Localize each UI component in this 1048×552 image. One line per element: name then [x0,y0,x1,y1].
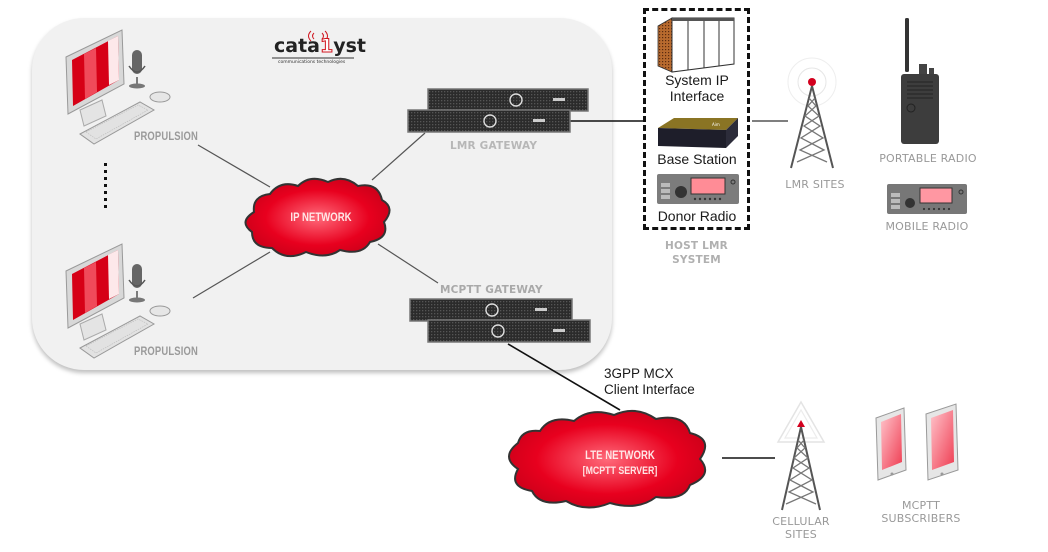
mobile-radio[interactable] [887,184,967,214]
cellular-sites-line1: CELLULAR [772,515,830,528]
link-dispatch-bottom-ip [192,251,271,299]
radio-unit-icon [657,174,739,204]
server-rack-icon [407,88,589,133]
host-lmr-system-box [643,8,750,230]
system-ip-interface-label: System IP Interface [650,72,744,104]
lmr-gateway-label: LMR GATEWAY [450,140,538,152]
base-station[interactable]: Aim [656,116,738,150]
smartphones-icon [875,403,959,481]
mcptt-subscribers[interactable] [874,403,964,484]
host-lmr-system-label: HOST LMR SYSTEM [643,239,750,267]
computer-workstation-icon [65,29,171,145]
lmr-gateway[interactable] [407,88,589,136]
cellular-sites-label: CELLULAR SITES [766,515,836,541]
lte-network-label: LTE NETWORK [MCPTT SERVER] [564,447,676,479]
logo-text-highlight: 1 [319,35,334,58]
logo-text-prefix: cata [274,35,320,57]
cabinet-icon [657,17,735,73]
mcptt-subscribers-label: MCPTT SUBSCRIBERS [876,499,966,525]
lmr-sites-label: LMR SITES [785,178,845,191]
system-ip-interface[interactable] [656,16,736,73]
base-station-label: Base Station [657,151,737,167]
link-ip-lmr-gateway [371,132,426,181]
mobile-radio-icon [887,184,967,214]
host-lmr-line1: HOST LMR [665,240,728,252]
lte-network-line2: [MCPTT SERVER] [582,465,658,477]
client-interface-line2: Client Interface [604,382,695,397]
base-station-icon: Aim [658,118,738,148]
link-dispatch-top-ip [197,144,271,188]
dispatch-console-top[interactable] [62,22,212,152]
client-interface-label: 3GPP MCX Client Interface [604,366,695,398]
donor-radio-label: Donor Radio [657,208,737,224]
handheld-radio-icon [901,18,939,144]
system-ip-line1: System IP [665,72,729,88]
ip-network-cloud[interactable]: IP NETWORK [240,172,400,262]
system-ip-line2: Interface [669,88,725,104]
client-interface-line1: 3GPP MCX [604,366,674,381]
host-lmr-line2: SYSTEM [672,254,721,266]
portable-radio[interactable] [897,16,943,146]
mcptt-gateway-label: MCPTT GATEWAY [440,284,543,296]
link-mcptt-gateway-lte [507,343,621,411]
link-ip-mcptt-gateway [377,243,439,284]
lte-network-line1: LTE NETWORK [585,448,655,462]
dispatch-top-label: PROPULSION [134,131,198,143]
cellular-site-tower[interactable] [776,400,826,512]
dispatch-bottom-label: PROPULSION [134,346,198,358]
computer-workstation-icon [65,243,171,359]
antenna-signal-icon [272,30,354,59]
cloud-icon [508,409,707,509]
logo-text-suffix: yst [333,35,367,57]
cloud-icon [244,177,391,258]
mcptt-gateway[interactable] [409,298,591,346]
dispatch-console-bottom[interactable] [62,236,212,366]
cellular-sites-line2: SITES [785,528,817,541]
svg-text:Aim: Aim [712,122,720,127]
portable-radio-label: PORTABLE RADIO [879,152,977,165]
catalyst-logo: cata1yst communications technologies [272,26,366,68]
logo-tagline: communications technologies [278,60,346,65]
mcptt-subscribers-line2: SUBSCRIBERS [881,512,961,525]
donor-radio[interactable] [657,174,739,204]
lmr-site-tower[interactable] [785,57,839,170]
radio-tower-icon [787,57,837,169]
ip-network-label: IP NETWORK [290,210,352,224]
lte-network-cloud[interactable]: LTE NETWORK [MCPTT SERVER] [508,405,730,509]
server-rack-icon [409,298,591,343]
cell-tower-icon [776,400,826,511]
mobile-radio-label: MOBILE RADIO [885,220,969,233]
mcptt-subscribers-line1: MCPTT [901,499,941,512]
